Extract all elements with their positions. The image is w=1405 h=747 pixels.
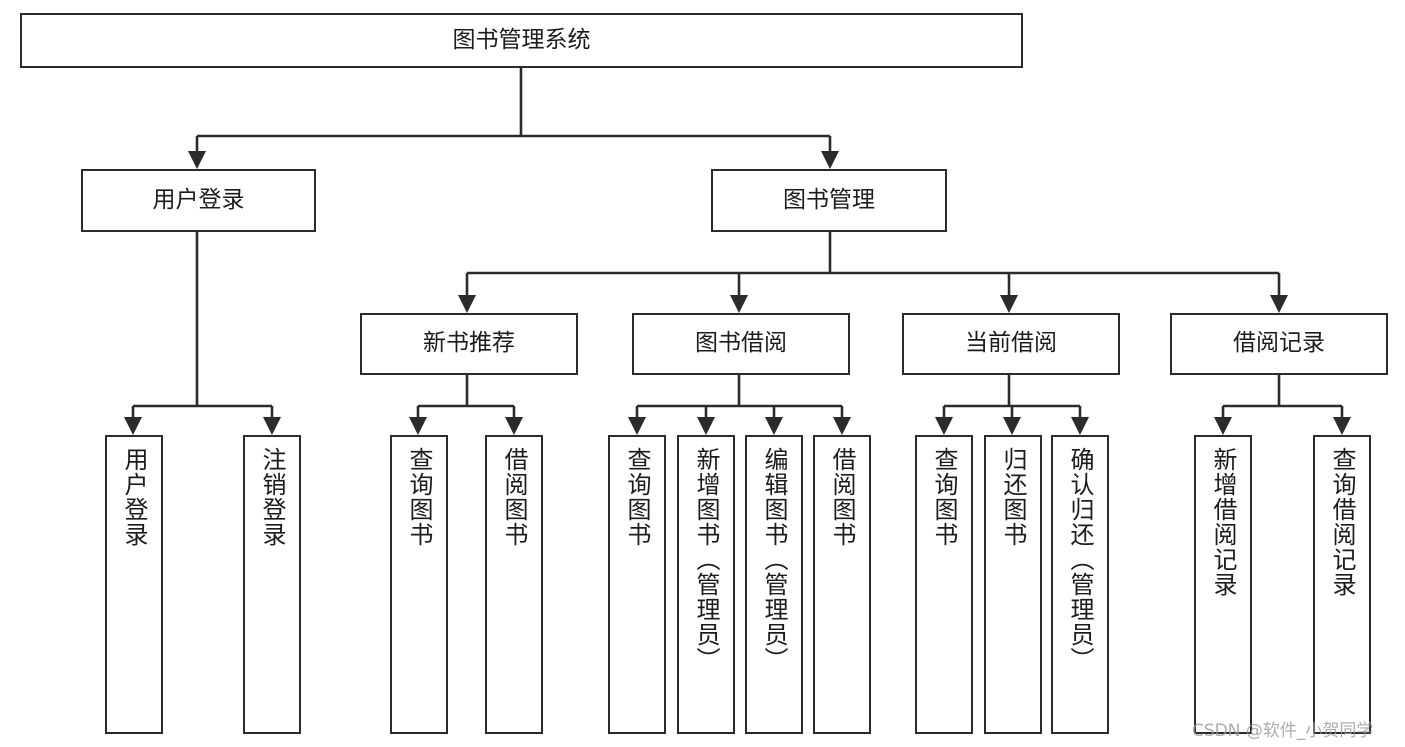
node-book-borrow-label: 图书借阅 bbox=[695, 330, 787, 357]
leaf-borrow-query-book-label: 查询图书 bbox=[623, 447, 651, 547]
node-borrow-record[interactable]: 借阅记录 bbox=[1170, 313, 1388, 375]
node-borrow-record-label: 借阅记录 bbox=[1233, 330, 1325, 357]
leaf-borrow-borrow-book-label: 借阅图书 bbox=[828, 447, 856, 547]
leaf-recommend-query-book-label: 查询图书 bbox=[405, 447, 433, 547]
leaf-recommend-borrow-book[interactable]: 借阅图书 bbox=[485, 435, 543, 734]
leaf-borrow-edit-book[interactable]: 编辑图书（管理员） bbox=[745, 435, 803, 734]
node-book-manage[interactable]: 图书管理 bbox=[711, 169, 947, 232]
leaf-current-return-book-label: 归还图书 bbox=[999, 447, 1027, 547]
leaf-record-add-label: 新增借阅记录 bbox=[1209, 447, 1237, 597]
node-root-label: 图书管理系统 bbox=[452, 26, 591, 53]
leaf-recommend-query-book[interactable]: 查询图书 bbox=[390, 435, 448, 734]
node-new-book-recommend-label: 新书推荐 bbox=[423, 330, 515, 357]
leaf-borrow-query-book[interactable]: 查询图书 bbox=[608, 435, 666, 734]
node-user-login-label: 用户登录 bbox=[152, 186, 245, 213]
node-user-login[interactable]: 用户登录 bbox=[81, 169, 316, 232]
node-book-borrow[interactable]: 图书借阅 bbox=[632, 313, 850, 375]
leaf-current-query-book-label: 查询图书 bbox=[930, 447, 958, 547]
csdn-watermark: CSDN @软件_小贺同学 bbox=[1192, 721, 1374, 741]
leaf-record-query[interactable]: 查询借阅记录 bbox=[1313, 435, 1371, 734]
leaf-user-login[interactable]: 用户登录 bbox=[105, 435, 163, 734]
leaf-recommend-borrow-book-label: 借阅图书 bbox=[500, 447, 528, 547]
leaf-record-add[interactable]: 新增借阅记录 bbox=[1194, 435, 1252, 734]
leaf-current-return-book[interactable]: 归还图书 bbox=[984, 435, 1042, 734]
leaf-current-confirm-return[interactable]: 确认归还（管理员） bbox=[1051, 435, 1109, 734]
leaf-borrow-borrow-book[interactable]: 借阅图书 bbox=[813, 435, 871, 734]
node-current-borrow[interactable]: 当前借阅 bbox=[902, 313, 1120, 375]
node-book-manage-label: 图书管理 bbox=[783, 186, 875, 213]
leaf-borrow-edit-book-label: 编辑图书（管理员） bbox=[760, 447, 788, 672]
leaf-current-query-book[interactable]: 查询图书 bbox=[915, 435, 973, 734]
leaf-user-login-label: 用户登录 bbox=[120, 447, 148, 547]
leaf-logout[interactable]: 注销登录 bbox=[243, 435, 301, 734]
leaf-borrow-add-book-label: 新增图书（管理员） bbox=[692, 447, 720, 672]
leaf-logout-label: 注销登录 bbox=[258, 447, 286, 547]
node-current-borrow-label: 当前借阅 bbox=[965, 330, 1057, 357]
leaf-current-confirm-return-label: 确认归还（管理员） bbox=[1066, 447, 1094, 672]
node-root[interactable]: 图书管理系统 bbox=[20, 13, 1023, 68]
leaf-borrow-add-book[interactable]: 新增图书（管理员） bbox=[677, 435, 735, 734]
leaf-record-query-label: 查询借阅记录 bbox=[1328, 447, 1356, 597]
node-new-book-recommend[interactable]: 新书推荐 bbox=[360, 313, 578, 375]
